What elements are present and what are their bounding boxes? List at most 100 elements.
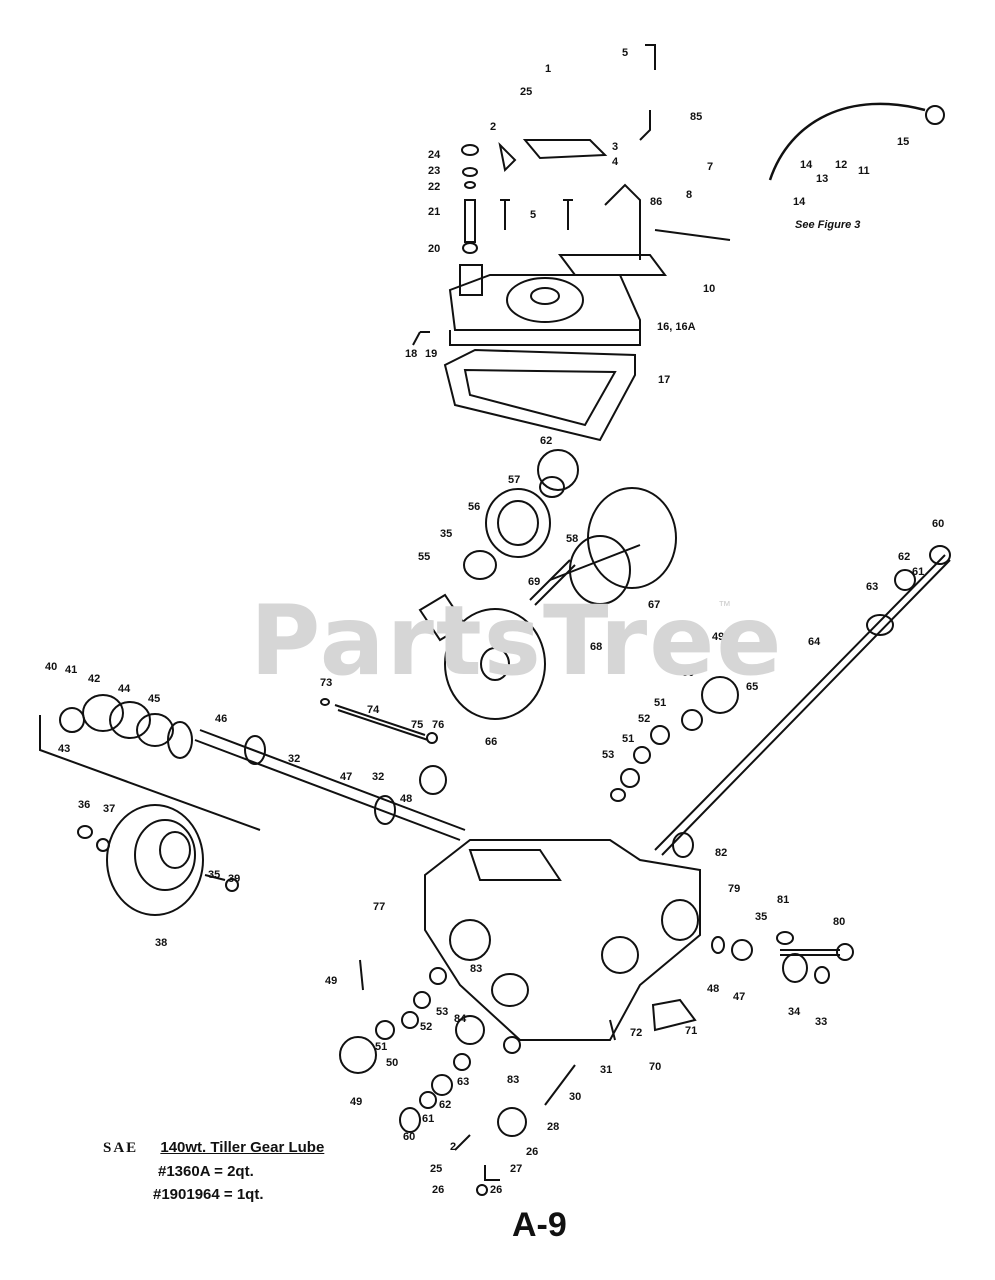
part-label-33: 33 <box>815 1016 827 1028</box>
part-label-48b: 47 <box>733 991 745 1003</box>
part-label-52b: 50 <box>386 1057 398 1069</box>
lube-prefix: SAE <box>103 1140 139 1156</box>
part-label-61: 60 <box>932 518 944 530</box>
part-label-17: 17 <box>658 374 670 386</box>
part-label-76: 75 <box>411 719 423 731</box>
part-label-51: 49 <box>712 631 724 643</box>
part-label-38: 38 <box>155 937 167 949</box>
part-label-34: 34 <box>788 1006 801 1018</box>
part-label-30: 30 <box>569 1091 581 1103</box>
part-label-48: 48 <box>400 793 412 805</box>
part-label-26c: 26 <box>432 1184 444 1196</box>
part-label-37: 37 <box>103 803 115 815</box>
part-label-12: 12 <box>835 159 847 171</box>
pinion-56 <box>418 593 467 642</box>
part-label-39: 39 <box>228 873 240 885</box>
part-label-53b: 51 <box>622 733 634 745</box>
part-label-58: 57 <box>508 474 520 486</box>
gear-60 <box>537 449 579 491</box>
part-label-54: 52 <box>638 713 650 725</box>
part-label-57: 56 <box>468 501 480 513</box>
part-label-36: 36 <box>78 799 90 811</box>
part-label-62: 61 <box>912 566 924 578</box>
part-label-7: 7 <box>707 161 713 173</box>
watermark-brand: PartsTree <box>250 585 784 697</box>
part-label-51b: 49 <box>350 1096 362 1108</box>
bearing-51-lower <box>339 1036 377 1074</box>
part-label-1: 1 <box>545 63 551 75</box>
part-label-27: 27 <box>510 1163 522 1175</box>
part-label-2b: 2 <box>450 1141 456 1153</box>
shaft-65 <box>654 554 951 856</box>
part-label-82: 82 <box>715 847 727 859</box>
partstree-watermark: PartsTree <box>250 585 783 697</box>
cover-plate <box>522 139 608 160</box>
see-figure-3-note: See Figure 3 <box>795 219 860 231</box>
part-label-56: 55 <box>418 551 430 563</box>
page-id: A-9 <box>512 1206 567 1244</box>
part-label-23: 23 <box>428 165 440 177</box>
part-label-40: 40 <box>45 661 57 673</box>
part-label-4: 4 <box>612 156 619 168</box>
part-label-14b: 14 <box>793 196 806 208</box>
part-label-18: 18 <box>405 348 417 360</box>
part-label-2: 2 <box>490 121 496 133</box>
part-label-19: 19 <box>425 348 437 360</box>
part-label-16: 16, 16A <box>657 321 696 333</box>
part-label-35b: 35 <box>208 869 220 881</box>
part-label-5b: 5 <box>530 209 536 221</box>
part-label-53: 51 <box>654 697 666 709</box>
part-label-67: 66 <box>485 736 497 748</box>
part-label-14: 14 <box>800 159 813 171</box>
part-label-25: 25 <box>520 86 532 98</box>
shift-plate <box>558 254 667 276</box>
lube-grade: 140wt. Tiller Gear Lube <box>160 1139 325 1156</box>
part-label-28: 28 <box>547 1121 559 1133</box>
shift-cable <box>768 102 926 181</box>
lube-note: SAE 140wt. Tiller Gear Lube #1360A = 2qt… <box>103 1136 324 1206</box>
part-label-59: 58 <box>566 533 578 545</box>
part-label-42: 42 <box>88 673 100 685</box>
part-label-13: 13 <box>816 173 828 185</box>
part-label-11: 11 <box>858 165 870 177</box>
part-label-43: 43 <box>58 743 70 755</box>
gearbox-cover <box>448 274 641 331</box>
part-label-32: 32 <box>288 753 300 765</box>
part-label-20: 20 <box>428 243 440 255</box>
part-label-64: 63 <box>866 581 878 593</box>
part-label-83b: 83 <box>507 1074 519 1086</box>
part-label-68: 67 <box>648 599 660 611</box>
cover-boss <box>506 277 584 323</box>
part-label-53c: 51 <box>375 1041 387 1053</box>
part-label-26b: 26 <box>490 1184 502 1196</box>
part-label-64b: 63 <box>457 1076 469 1088</box>
part-label-73: 72 <box>630 1027 642 1039</box>
part-label-50: 49 <box>325 975 337 987</box>
part-label-32b: 32 <box>372 771 384 783</box>
part-label-80: 80 <box>833 916 845 928</box>
part-label-60: 62 <box>540 435 552 447</box>
part-label-63: 62 <box>898 551 910 563</box>
part-label-66: 65 <box>746 681 758 693</box>
part-label-52: 50 <box>682 667 694 679</box>
part-label-55: 53 <box>602 749 614 761</box>
part-label-55b: 53 <box>436 1006 448 1018</box>
part-label-21: 21 <box>428 206 440 218</box>
part-label-25b: 25 <box>430 1163 442 1175</box>
gasket <box>443 348 636 442</box>
part-label-83: 83 <box>470 963 482 975</box>
part-label-86: 86 <box>650 196 662 208</box>
part-label-85: 85 <box>690 111 702 123</box>
part-label-61b: 60 <box>403 1131 415 1143</box>
pulley-38 <box>106 804 204 916</box>
part-label-84: 84 <box>454 1013 467 1025</box>
part-label-62b: 61 <box>422 1113 434 1125</box>
lube-line-1: #1360A = 2qt. <box>158 1163 254 1180</box>
gear-58 <box>485 488 551 558</box>
part-label-35: 35 <box>440 528 452 540</box>
part-label-5: 5 <box>622 47 628 59</box>
gear-67 <box>444 608 546 720</box>
part-label-74: 73 <box>320 677 332 689</box>
part-label-35c: 35 <box>755 911 767 923</box>
